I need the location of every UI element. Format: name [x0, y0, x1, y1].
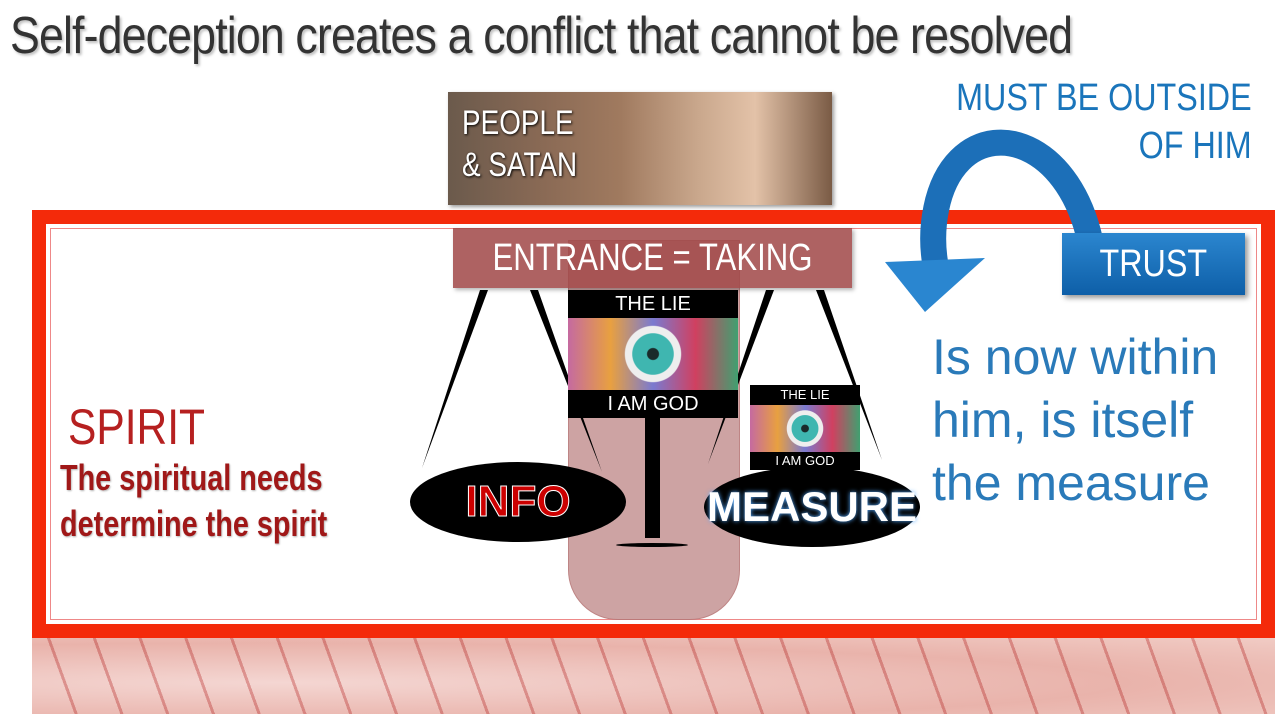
arrow-head-icon	[885, 258, 985, 312]
outside-line1: MUST BE OUTSIDE	[956, 77, 1252, 119]
eye-image	[568, 318, 738, 390]
scale-line	[816, 290, 882, 460]
spirit-line1: The spiritual needs	[60, 457, 323, 498]
outside-line2: OF HIM	[1138, 125, 1252, 167]
scale-base	[616, 543, 688, 547]
people-line2: & SATAN	[462, 146, 578, 184]
measure-ellipse: MEASURE	[704, 467, 920, 547]
people-line1: PEOPLE	[462, 104, 574, 142]
scale-stem	[645, 418, 660, 538]
people-photo: PEOPLE & SATAN	[448, 92, 832, 205]
scale-line	[708, 290, 774, 464]
lie-card-top: THE LIE	[615, 293, 691, 315]
lie-card-bottom: I AM GOD	[775, 453, 835, 468]
lie-card-small: THE LIE I AM GOD	[750, 385, 860, 470]
within-note: Is now within him, is itself the measure	[932, 329, 1219, 511]
scale-line	[530, 290, 602, 472]
curved-arrow	[920, 129, 1103, 265]
spirit-line2: determine the spirit	[60, 503, 328, 544]
people-label: PEOPLE & SATAN	[462, 102, 577, 186]
lie-card-top: THE LIE	[780, 387, 830, 402]
entrance-box: ENTRANCE = TAKING IN	[453, 228, 852, 339]
eye-image	[750, 405, 860, 452]
outside-note: MUST BE OUTSIDE OF HIM	[956, 74, 1252, 170]
lie-card-bottom: I AM GOD	[607, 393, 699, 415]
spirit-description: The spiritual needs determine the spirit	[60, 455, 327, 547]
scale-line	[422, 290, 488, 468]
spirit-heading: SPIRIT	[68, 399, 205, 455]
trust-box: TRUST	[1062, 233, 1245, 295]
trust-label: TRUST	[1099, 243, 1208, 285]
slide-title: Self-deception creates a conflict that c…	[10, 7, 1073, 65]
brain-texture-image	[32, 636, 1275, 714]
info-ellipse: INFO	[410, 462, 626, 542]
lie-card-large: THE LIE I AM GOD	[568, 290, 738, 418]
